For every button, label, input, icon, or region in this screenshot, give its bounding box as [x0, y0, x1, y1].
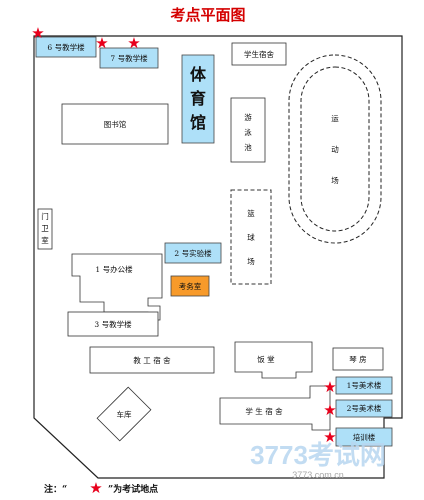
star-icon: ★ — [31, 24, 44, 42]
watermark-url: 3773.com.cn — [292, 470, 344, 480]
canteen-label: 饭 堂 — [257, 354, 275, 364]
piano-room-label: 琴 房 — [349, 354, 366, 364]
legend-star-icon: ★ — [89, 479, 102, 497]
lab-building-2-label: 2 号实验楼 — [174, 248, 212, 258]
star-icon: ★ — [95, 34, 108, 52]
art-building-1-label: 1号美术楼 — [347, 380, 382, 390]
gymnasium-char-2: 育 — [190, 89, 206, 108]
star-icon: ★ — [323, 401, 336, 419]
sports-field-outer-track — [288, 54, 382, 244]
sports-field-char-3: 场 — [331, 176, 339, 185]
swimming-pool — [230, 97, 266, 163]
guard-room-char-1: 门 — [41, 212, 49, 221]
star-icon: ★ — [323, 428, 336, 446]
teaching-building-6 — [35, 36, 97, 58]
gymnasium — [181, 54, 215, 144]
library-label: 图书馆 — [104, 119, 127, 129]
guard-room-char-3: 室 — [41, 235, 49, 245]
lab-building-2 — [164, 242, 222, 264]
teaching-building-3-label: 3 号教学楼 — [94, 319, 132, 329]
student-dorm-bottom — [219, 385, 331, 431]
garage-label: 车库 — [117, 409, 132, 419]
sports-field-char-1: 运 — [331, 114, 339, 123]
exam-office — [170, 275, 210, 297]
exam-location-markers: ★ ★ ★ ★ ★ ★ — [31, 24, 336, 446]
gymnasium-char-3: 馆 — [190, 113, 206, 132]
staff-dormitory-label: 教 工 宿 舍 — [133, 355, 171, 365]
legend-prefix: 注：“ — [44, 483, 67, 495]
teaching-building-6-label: 6 号教学楼 — [47, 42, 85, 52]
student-dorm-top-label: 学生宿舍 — [244, 49, 274, 59]
art-building-2 — [335, 399, 393, 418]
watermark-brand: 3773考试网 — [250, 440, 386, 470]
office-building-1 — [71, 253, 163, 321]
piano-room — [332, 347, 384, 371]
basketball-court-char-1: 篮 — [247, 208, 255, 218]
gymnasium-char-1: 体 — [190, 65, 207, 84]
library — [61, 103, 169, 145]
garage — [96, 386, 152, 442]
art-building-2-label: 2号美术楼 — [347, 403, 382, 413]
teaching-building-7-label: 7 号教学楼 — [110, 53, 148, 63]
exam-office-label: 考务室 — [179, 281, 202, 291]
star-icon: ★ — [323, 378, 336, 396]
swimming-pool-char-3: 池 — [244, 142, 252, 152]
teaching-building-3 — [67, 311, 159, 337]
student-dorm-top — [231, 42, 287, 66]
legend-suffix: ”为考试地点 — [108, 483, 158, 495]
swimming-pool-char-2: 泳 — [244, 127, 252, 137]
guard-room-char-2: 卫 — [41, 224, 49, 233]
student-dorm-bottom-label: 学 生 宿 舍 — [245, 406, 283, 416]
office-building-1-label: 1 号办公楼 — [95, 264, 133, 274]
campus-boundary — [33, 35, 403, 479]
art-building-1 — [335, 376, 393, 395]
basketball-court — [230, 189, 272, 285]
training-building-label: 培训楼 — [353, 432, 376, 442]
training-building — [335, 427, 393, 447]
sports-field-inner-track — [300, 66, 370, 232]
staff-dormitory — [89, 346, 215, 374]
star-icon: ★ — [127, 34, 140, 52]
swimming-pool-char-1: 游 — [244, 112, 252, 122]
canteen — [234, 341, 313, 379]
teaching-building-7 — [99, 47, 159, 69]
basketball-court-char-2: 球 — [247, 232, 255, 242]
basketball-court-char-3: 场 — [247, 257, 255, 266]
guard-room — [37, 208, 53, 250]
sports-field-char-2: 动 — [331, 144, 339, 154]
map-title: 考点平面图 — [170, 6, 245, 24]
